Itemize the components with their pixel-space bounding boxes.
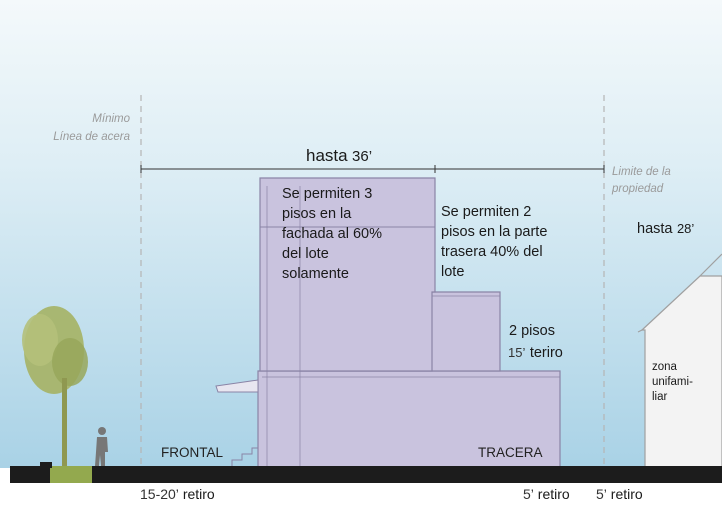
max-height-value: 36’	[352, 148, 373, 165]
front-steps	[231, 447, 258, 466]
neighbor-house	[637, 253, 722, 469]
rear-setback-word: teriro	[529, 345, 563, 361]
rear-setback-bottom: 5’ retiro	[523, 487, 570, 501]
neighbor-height-word: hasta	[637, 221, 673, 237]
two-floors-label: 2 pisos	[509, 323, 555, 339]
street-tree	[22, 306, 88, 468]
front-setback-word: retiro	[182, 486, 215, 502]
side-setback-word: retiro	[610, 486, 643, 502]
sidewalk-minimum-label: Mínimo	[92, 113, 130, 125]
side-setback-value: 5’	[596, 486, 607, 502]
front-setback-value: 15-20’	[140, 486, 179, 502]
building-massing	[215, 177, 561, 469]
frontal-label: FRONTAL	[161, 445, 224, 460]
rear-floors-note: Se permiten 2 pisos en la parte trasera …	[441, 204, 548, 280]
front-setback-bottom: 15-20’ retiro	[140, 487, 215, 501]
front-floors-note: Se permiten 3 pisos en la fachada al 60%…	[282, 186, 382, 282]
property-limit-label-2: propiedad	[612, 183, 664, 195]
grass-strip	[50, 466, 92, 483]
neighbor-height-label: hasta 28’	[637, 221, 694, 237]
person-silhouette	[95, 427, 108, 466]
tracera-label: TRACERA	[478, 445, 543, 460]
rear-setback-bottom-word: retiro	[537, 486, 570, 502]
ground-strip	[10, 466, 722, 483]
curb-step	[40, 462, 52, 468]
front-tower	[259, 177, 436, 372]
rear-setback-label: 15’ teriro	[508, 345, 563, 361]
rear-setback-bottom-value: 5’	[523, 486, 534, 502]
max-height-word: hasta	[306, 146, 348, 165]
sidewalk-line-label: Línea de acera	[53, 131, 130, 143]
entrance-canopy	[215, 379, 259, 393]
single-family-zone-label: zona unifami- liar	[652, 361, 693, 403]
property-limit-label-1: Limite de la	[612, 166, 671, 178]
neighbor-height-value: 28’	[676, 221, 695, 236]
side-setback-bottom: 5’ retiro	[596, 487, 643, 501]
rear-setback-value: 15’	[508, 345, 526, 360]
max-height-label: hasta 36’	[306, 147, 372, 165]
